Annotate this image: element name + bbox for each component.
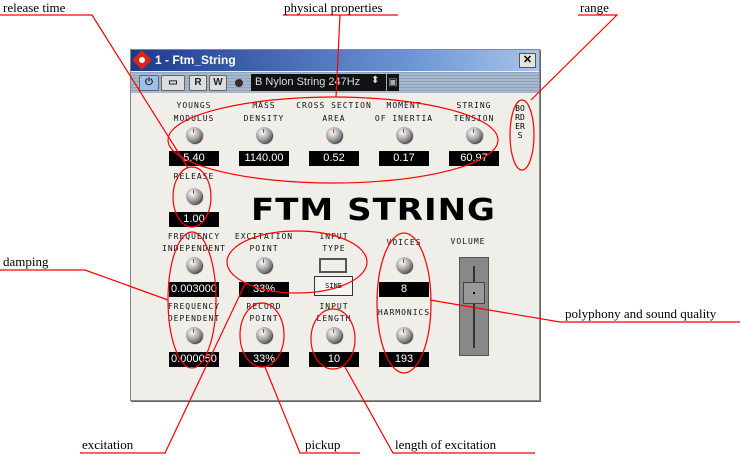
title-bar[interactable]: 1 - Ftm_String ✕: [131, 50, 539, 71]
plugin-window: 1 - Ftm_String ✕ ⏻ ▭ R W B Nylon String …: [130, 49, 540, 401]
annotation-range: range: [580, 0, 609, 15]
frequency-independent-label: FREQUENCY: [167, 232, 221, 241]
release-label-line2: RELEASE: [173, 172, 215, 181]
record-point-knob[interactable]: [256, 327, 272, 343]
input-type-display: [319, 258, 347, 273]
release-knob[interactable]: [186, 188, 202, 204]
annotation-release-time: release time: [3, 0, 66, 15]
input-length-label-line2: LENGTH: [316, 314, 352, 323]
string-tension-label: STRING: [456, 101, 492, 110]
mass-density-label: MASS: [252, 101, 276, 110]
frequency-dependent-label: FREQUENCY: [167, 302, 221, 311]
borders-label: BORDERS: [515, 104, 525, 140]
toolbar: ⏻ ▭ R W B Nylon String 247Hz ⬍ ▣: [131, 72, 539, 93]
moment-of-inertia-knob[interactable]: [396, 127, 412, 143]
cross-section-area-knob[interactable]: [326, 127, 342, 143]
voices-value[interactable]: 8: [379, 282, 429, 297]
moment-of-inertia-label: MOMENT: [386, 101, 422, 110]
input-length-label: INPUT: [319, 302, 349, 311]
write-button[interactable]: W: [209, 75, 227, 91]
record-point-label: RECORD: [246, 302, 282, 311]
moment-of-inertia-label-line2: OF INERTIA: [374, 114, 434, 123]
youngs-modulus-label-line2: MODULUS: [173, 114, 215, 123]
harmonics-value[interactable]: 193: [379, 352, 429, 367]
cross-section-area-label-line2: AREA: [322, 114, 346, 123]
moment-of-inertia-value[interactable]: 0.17: [379, 151, 429, 166]
annotation-polyphony: polyphony and sound quality: [565, 306, 717, 321]
cross-section-area-label: CROSS SECTION: [296, 101, 372, 110]
youngs-modulus-knob[interactable]: [186, 127, 202, 143]
harmonics-label-line2: HARMONICS: [377, 308, 431, 317]
excitation-point-knob[interactable]: [256, 257, 272, 273]
save-preset-icon[interactable]: ▣: [387, 74, 399, 91]
input-type-label: INPUT: [319, 232, 349, 241]
cross-section-area-value[interactable]: 0.52: [309, 151, 359, 166]
record-point-label-line2: POINT: [249, 314, 279, 323]
input-type-label-line2: TYPE: [322, 244, 346, 253]
window-title: 1 - Ftm_String: [155, 53, 236, 67]
annotation-pickup: pickup: [305, 437, 341, 452]
frequency-dependent-label-line2: DEPENDENT: [167, 314, 221, 323]
excitation-point-label-line2: POINT: [249, 244, 279, 253]
mass-density-knob[interactable]: [256, 127, 272, 143]
preset-selector[interactable]: B Nylon String 247Hz: [251, 74, 386, 91]
excitation-point-label: EXCITATION: [234, 232, 294, 241]
volume-label: VOLUME: [450, 237, 486, 246]
volume-slider[interactable]: [459, 257, 489, 356]
plugin-title: FTM STRING: [251, 192, 496, 228]
string-tension-value[interactable]: 60.97: [449, 151, 499, 166]
power-button[interactable]: ⏻: [139, 75, 159, 91]
status-led-icon: [235, 79, 243, 87]
frequency-independent-knob[interactable]: [186, 257, 202, 273]
preset-arrows-icon[interactable]: ⬍: [371, 75, 380, 86]
mass-density-value[interactable]: 1140.00: [239, 151, 289, 166]
voices-knob[interactable]: [396, 257, 412, 273]
voices-label-line2: VOICES: [386, 238, 422, 247]
annotation-length-of-excitation: length of excitation: [395, 437, 497, 452]
annotation-damping: damping: [3, 254, 49, 269]
string-tension-knob[interactable]: [466, 127, 482, 143]
harmonics-knob[interactable]: [396, 327, 412, 343]
read-button[interactable]: R: [189, 75, 207, 91]
frequency-independent-value[interactable]: 0.003000: [169, 282, 219, 297]
bypass-button[interactable]: ▭: [161, 75, 185, 91]
close-button[interactable]: ✕: [519, 53, 536, 68]
volume-slider-thumb[interactable]: [463, 281, 485, 304]
input-length-knob[interactable]: [326, 327, 342, 343]
frequency-dependent-knob[interactable]: [186, 327, 202, 343]
annotation-physical-properties: physical properties: [284, 0, 383, 15]
string-tension-label-line2: TENSION: [453, 114, 495, 123]
frequency-independent-label-line2: INDEPENDENT: [162, 244, 226, 253]
mass-density-label-line2: DENSITY: [243, 114, 285, 123]
annotation-excitation: excitation: [82, 437, 134, 452]
youngs-modulus-label: YOUNGS: [176, 101, 212, 110]
